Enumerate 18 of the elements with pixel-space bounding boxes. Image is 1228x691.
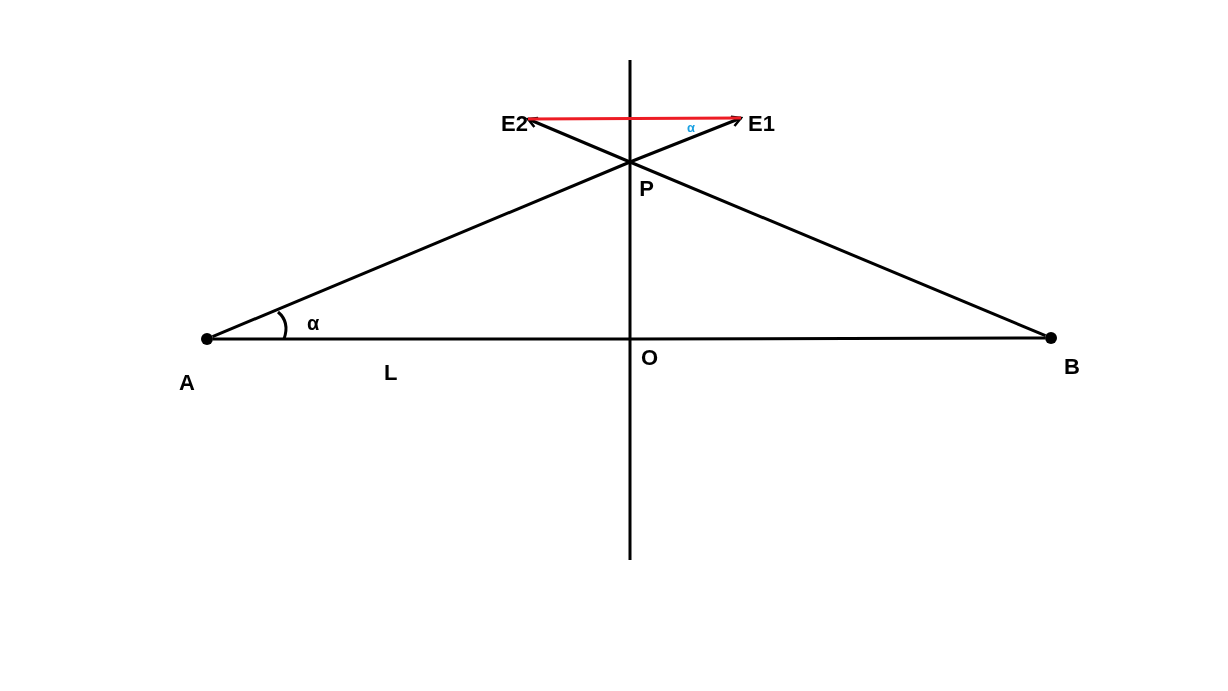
point-label: O bbox=[630, 339, 658, 369]
line bbox=[630, 336, 1045, 341]
angle-label: α bbox=[687, 121, 695, 134]
point-label: B bbox=[1064, 356, 1080, 378]
line bbox=[629, 160, 1047, 338]
point-dot bbox=[201, 333, 213, 345]
vector-arrow bbox=[629, 115, 743, 164]
point-label: A bbox=[179, 372, 195, 394]
line bbox=[528, 116, 741, 121]
angle-label: α bbox=[307, 313, 320, 333]
line bbox=[213, 337, 630, 341]
vector-arrow bbox=[526, 116, 631, 164]
point-label: E1 bbox=[741, 111, 775, 135]
point-label: E2 bbox=[492, 111, 528, 135]
point-label: P bbox=[630, 162, 654, 200]
point-dot bbox=[1045, 332, 1057, 344]
line bbox=[211, 160, 631, 339]
length-label: L bbox=[384, 362, 398, 384]
